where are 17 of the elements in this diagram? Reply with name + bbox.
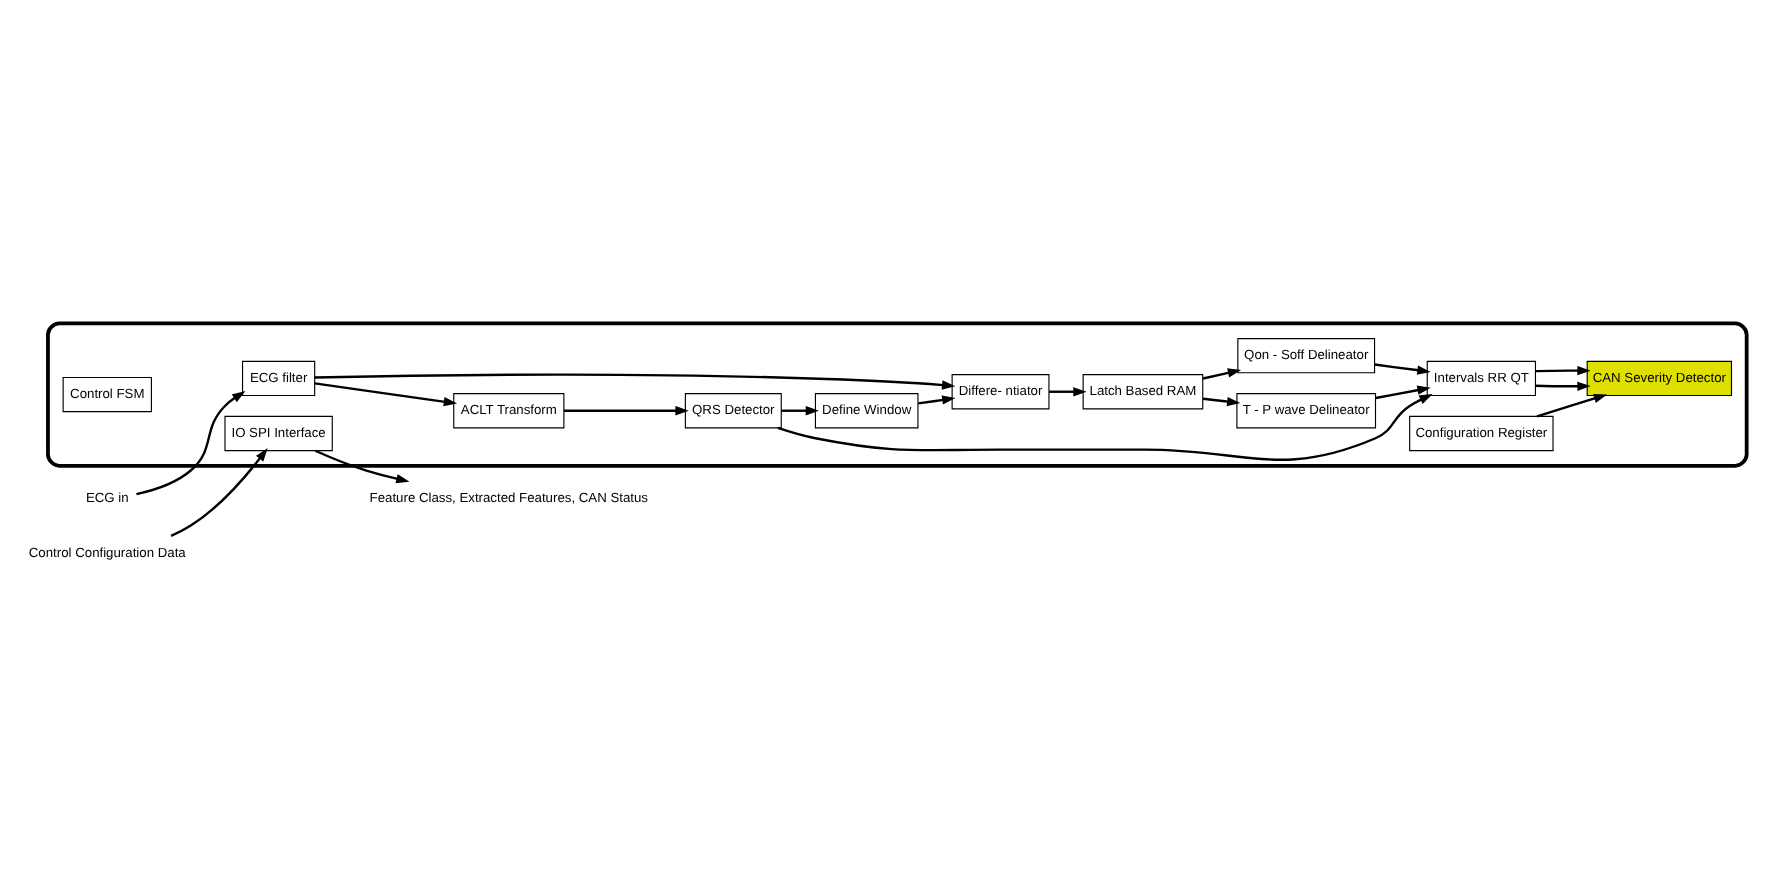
arrow: [918, 395, 956, 405]
arrow: [170, 448, 268, 537]
arrow: [1202, 396, 1241, 407]
arrow: [1536, 394, 1608, 418]
arrow: [563, 406, 689, 416]
cluster: [46, 321, 1749, 468]
arrow: [1535, 381, 1591, 391]
arrow: [314, 449, 410, 484]
arrow: [1049, 387, 1087, 397]
arrow: [781, 406, 819, 416]
arrow: [1375, 385, 1431, 400]
arrow: [1202, 368, 1242, 380]
arrow: [314, 382, 458, 407]
arrow: [314, 373, 956, 390]
arrow: [136, 391, 246, 496]
arrow: [1535, 365, 1591, 376]
arrow: [1374, 363, 1431, 375]
